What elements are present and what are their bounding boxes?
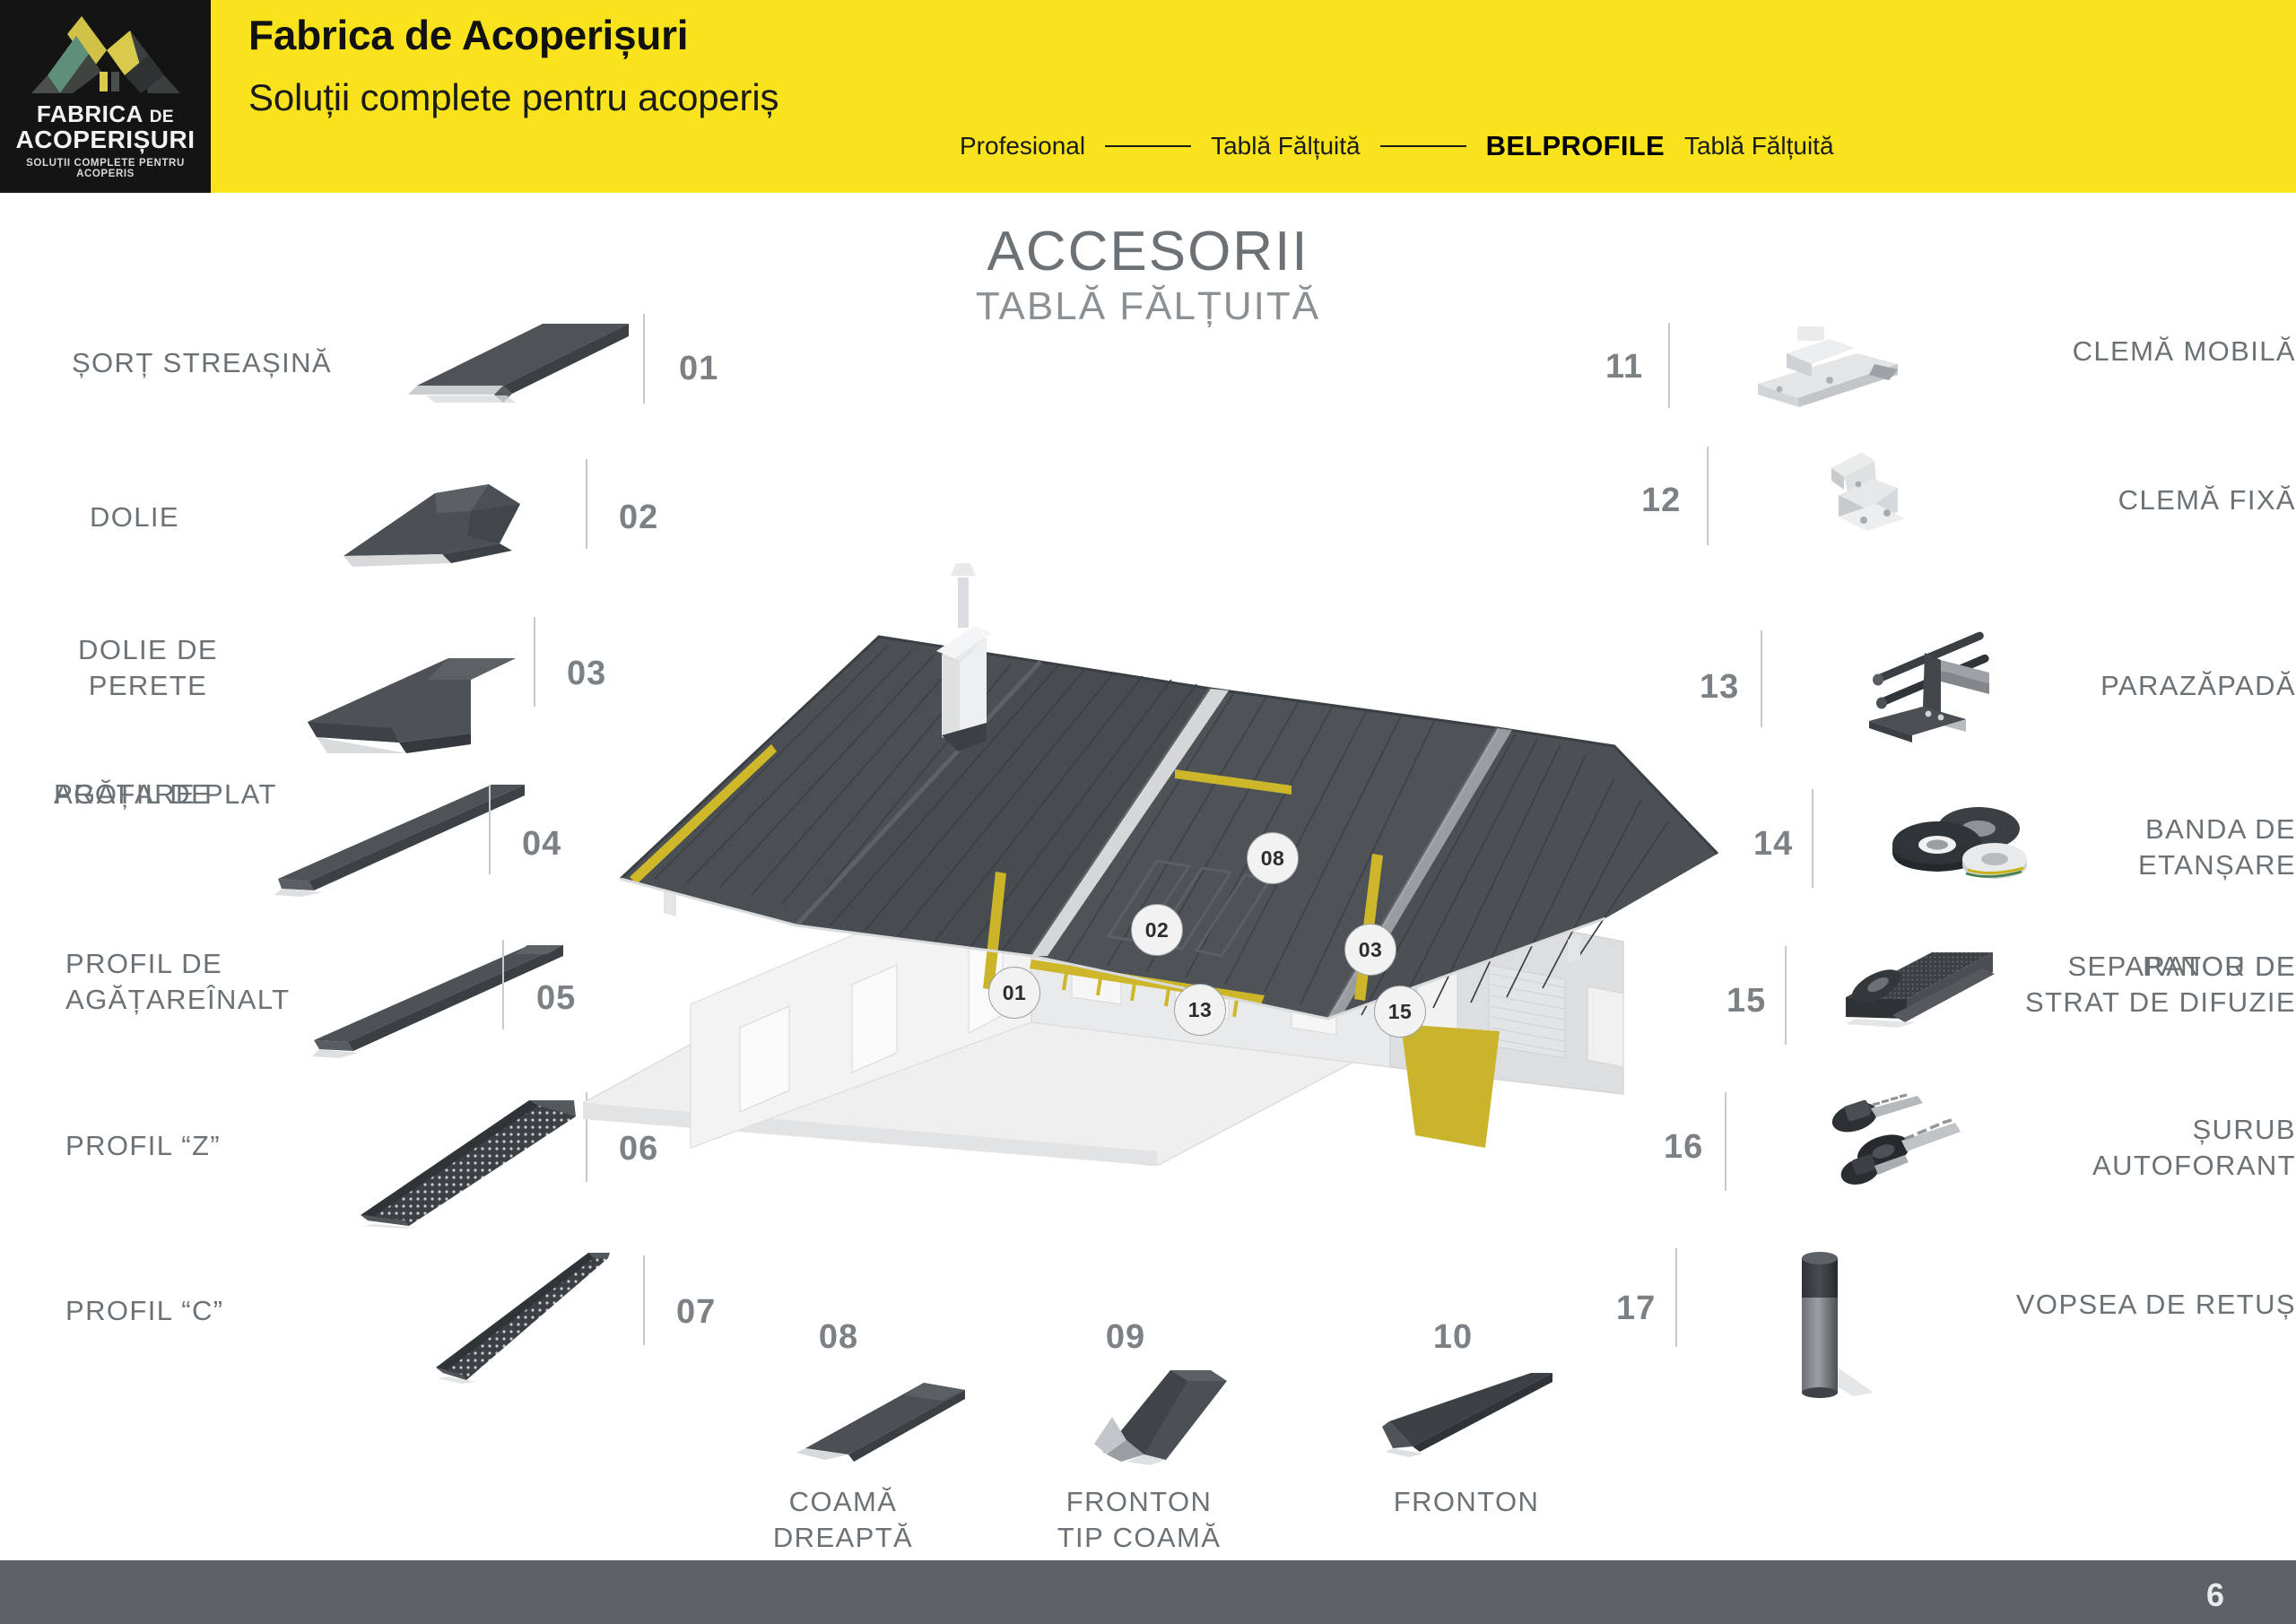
fixed-clip-art	[1812, 441, 1946, 553]
accessory-number-01: 01	[679, 350, 719, 387]
page-title-line-1: ACCESORII	[987, 221, 1309, 282]
page-footer: 6	[0, 1560, 2296, 1624]
accessory-label-14: BANDA DE ETANȘARE	[2138, 813, 2296, 881]
accessory-number-13: 13	[1700, 668, 1740, 706]
accessory-number-05: 05	[536, 979, 577, 1017]
accessory-number-04: 04	[522, 825, 562, 863]
accessory-label-13: PARAZĂPADĂ	[2100, 670, 2296, 701]
logo-line-1: FABRICA DE	[0, 100, 211, 128]
breadcrumb-level-2[interactable]: Tablă Fălțuită	[1211, 132, 1361, 160]
page-title: ACCESORII TABLĂ FĂLȚUITĂ	[0, 224, 2296, 333]
breadcrumb-divider-2	[1379, 145, 1466, 147]
house-badge-02[interactable]: 02	[1131, 904, 1183, 956]
flat-hook-profile-art	[269, 767, 529, 897]
accessory-rule-17	[1675, 1248, 1677, 1347]
logo-line-2: ACOPERIȘURI	[15, 126, 196, 153]
z-profile-art	[350, 1081, 592, 1229]
accessory-rule-07	[643, 1255, 645, 1345]
accessory-number-17: 17	[1616, 1290, 1657, 1327]
accessory-label-08: COAMĂ DREAPTĂ	[772, 1486, 914, 1553]
diffusion-membrane-roll-art	[1839, 933, 2000, 1040]
accessory-rule-12	[1707, 447, 1709, 545]
accessory-label-11: CLEMĂ MOBILĂ	[2072, 335, 2296, 367]
tall-hook-profile-art	[305, 924, 565, 1058]
accessory-number-14: 14	[1753, 825, 1794, 863]
drip-edge-profile-art	[408, 309, 632, 408]
accessory-label-17: VOPSEA DE RETUȘ	[2015, 1289, 2296, 1320]
breadcrumb-product: Tablă Fălțuită	[1683, 132, 1834, 160]
c-profile-art	[422, 1242, 646, 1385]
accessory-number-03: 03	[567, 655, 607, 692]
logo-word-de: DE	[149, 108, 175, 126]
accessory-rule-06	[586, 1092, 587, 1182]
accessory-label-06: PROFIL “Z”	[65, 1130, 222, 1161]
accessory-label-03: DOLIE DE PERETE	[78, 634, 218, 701]
sealing-tape-roll-art	[1883, 789, 2054, 888]
page-header: FABRICA DE ACOPERIȘURI SOLUȚII COMPLETE …	[0, 0, 2296, 193]
accessory-label-16: ȘURUB AUTOFORANT	[2092, 1114, 2296, 1181]
ridge-type-gable-art	[1076, 1354, 1247, 1471]
house-badge-15[interactable]: 15	[1374, 986, 1426, 1038]
accessory-number-16: 16	[1664, 1128, 1704, 1166]
breadcrumb-divider-1	[1105, 145, 1192, 147]
accessory-number-08: 08	[818, 1318, 859, 1356]
accessory-label-15-overlay: PANOU DE	[2143, 951, 2296, 982]
roof-assembly-illustration: 01 02 03 08 13 15	[580, 520, 1758, 1167]
accessory-rule-04	[489, 785, 491, 874]
accessory-rule-15	[1785, 946, 1787, 1045]
breadcrumb-level-1[interactable]: Profesional	[960, 132, 1086, 160]
house-badge-03[interactable]: 03	[1344, 924, 1396, 976]
accessory-label-09: FRONTON TIP COAMĂ	[1057, 1486, 1222, 1553]
accessory-rule-05	[502, 940, 504, 1029]
sliding-clip-art	[1740, 321, 1910, 415]
accessory-label-15: SEPARATOR DE STRAT DE DIFUZIE	[2025, 951, 2296, 1018]
accessory-number-11: 11	[1605, 348, 1644, 386]
accessory-number-15: 15	[1726, 982, 1767, 1020]
accessory-rule-13	[1761, 630, 1762, 727]
brand-title: Fabrica de Acoperișuri	[248, 12, 689, 58]
breadcrumb-brand: BELPROFILE	[1485, 130, 1665, 161]
accessory-number-12: 12	[1641, 482, 1682, 519]
accessory-label-10: FRONTON	[1393, 1486, 1540, 1517]
accessory-label-05: PROFIL DE AGĂȚAREÎNALT	[65, 948, 291, 1015]
self-drilling-screw-art	[1812, 1085, 1991, 1220]
accessory-label-02: DOLIE	[89, 501, 179, 533]
accessory-rule-02	[586, 459, 587, 549]
accessory-rule-14	[1812, 789, 1813, 888]
straight-ridge-art	[789, 1363, 969, 1466]
accessory-number-10: 10	[1432, 1318, 1474, 1356]
accessory-label-01: ȘORȚ STREAȘINĂ	[71, 347, 332, 378]
accessory-label-12: CLEMĂ FIXĂ	[2118, 484, 2296, 516]
house-badge-08[interactable]: 08	[1247, 832, 1299, 884]
page-title-line-2: TABLĂ FĂLȚUITĂ	[975, 284, 1321, 328]
touch-up-paint-art	[1771, 1242, 1888, 1399]
accessory-number-06: 06	[619, 1130, 659, 1168]
accessory-label-04-overlay: PROFIL DE	[54, 778, 212, 810]
brand-subtitle: Soluții complete pentru acoperiș	[248, 76, 779, 118]
logo-tagline: SOLUȚII COMPLETE PENTRU ACOPERIS	[26, 158, 185, 179]
company-logo: FABRICA DE ACOPERIȘURI SOLUȚII COMPLETE …	[0, 0, 211, 193]
wall-valley-profile-art	[291, 628, 525, 758]
accessory-rule-01	[643, 314, 645, 404]
house-badge-13[interactable]: 13	[1174, 984, 1226, 1036]
accessory-number-09: 09	[1105, 1318, 1146, 1356]
breadcrumb: Profesional Tablă Fălțuită BELPROFILE Ta…	[960, 127, 1834, 165]
page-number: 6	[2205, 1576, 2224, 1613]
accessory-label-04: AGĂȚARE PLAT	[54, 778, 277, 810]
accessory-rule-11	[1668, 323, 1670, 408]
accessory-rule-16	[1725, 1092, 1726, 1191]
logo-word-fabrica: FABRICA	[36, 100, 143, 127]
house-badge-01[interactable]: 01	[988, 967, 1040, 1019]
accessory-label-07: PROFIL “C”	[65, 1295, 224, 1326]
accessory-number-07: 07	[676, 1293, 717, 1331]
accessory-rule-03	[534, 617, 535, 707]
mountain-roof-logo	[30, 13, 182, 98]
valley-profile-art	[336, 457, 534, 574]
accessory-number-02: 02	[619, 499, 659, 536]
snow-guard-art	[1830, 621, 2027, 746]
gable-trim-art	[1377, 1359, 1556, 1462]
